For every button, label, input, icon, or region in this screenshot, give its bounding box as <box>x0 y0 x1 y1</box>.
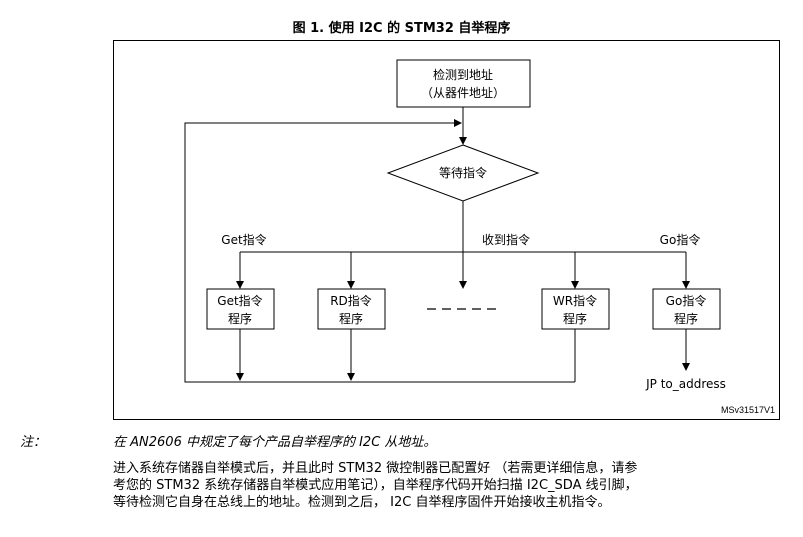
figure-id: MSv31517V1 <box>721 405 775 415</box>
get-routine-box <box>206 288 275 330</box>
figure-title: 图 1. 使用 I2C 的 STM32 自举程序 <box>292 21 511 36</box>
figure-frame <box>113 40 780 420</box>
wr-routine-line2: 程序 <box>563 311 587 326</box>
label-get-command: Get指令 <box>221 232 266 247</box>
paragraph-line: 等待检测它自身在总线上的地址。检测到之后， I2C 自举程序固件开始接收主机指令… <box>113 495 611 510</box>
wr-routine-line1: WR指令 <box>553 293 597 308</box>
rd-routine-line1: RD指令 <box>330 293 372 308</box>
label-go-command: Go指令 <box>660 232 701 247</box>
go-routine-line2: 程序 <box>674 311 698 326</box>
paragraph-line: 进入系统存储器自举模式后，并且此时 STM32 微控制器已配置好 （若需更详细信… <box>113 461 638 476</box>
get-routine-line2: 程序 <box>228 311 252 326</box>
paragraph-line: 考您的 STM32 系统存储器自举模式应用笔记），自举程序代码开始扫描 I2C_… <box>113 478 638 493</box>
flowchart: 检测到地址 （从器件地址） 等待指令 Get指令 收到指令 Go指令 Get指令… <box>184 59 775 415</box>
go-routine-line1: Go指令 <box>666 293 707 308</box>
label-received-command: 收到指令 <box>482 232 530 247</box>
detect-address-line2: （从器件地址） <box>421 86 505 100</box>
rd-routine-box <box>317 288 386 330</box>
detect-address-line1: 检测到地址 <box>433 67 493 82</box>
note-label: 注： <box>20 435 47 450</box>
detect-address-box <box>396 59 531 108</box>
body-paragraph: 进入系统存储器自举模式后，并且此时 STM32 微控制器已配置好 （若需更详细信… <box>113 460 783 511</box>
wait-command-label: 等待指令 <box>439 165 487 180</box>
note-text: 在 AN2606 中规定了每个产品自举程序的 I2C 从地址。 <box>113 435 437 450</box>
get-routine-line1: Get指令 <box>217 293 262 308</box>
rd-routine-line2: 程序 <box>339 311 363 326</box>
jump-to-address-label: JP to_address <box>645 377 726 391</box>
